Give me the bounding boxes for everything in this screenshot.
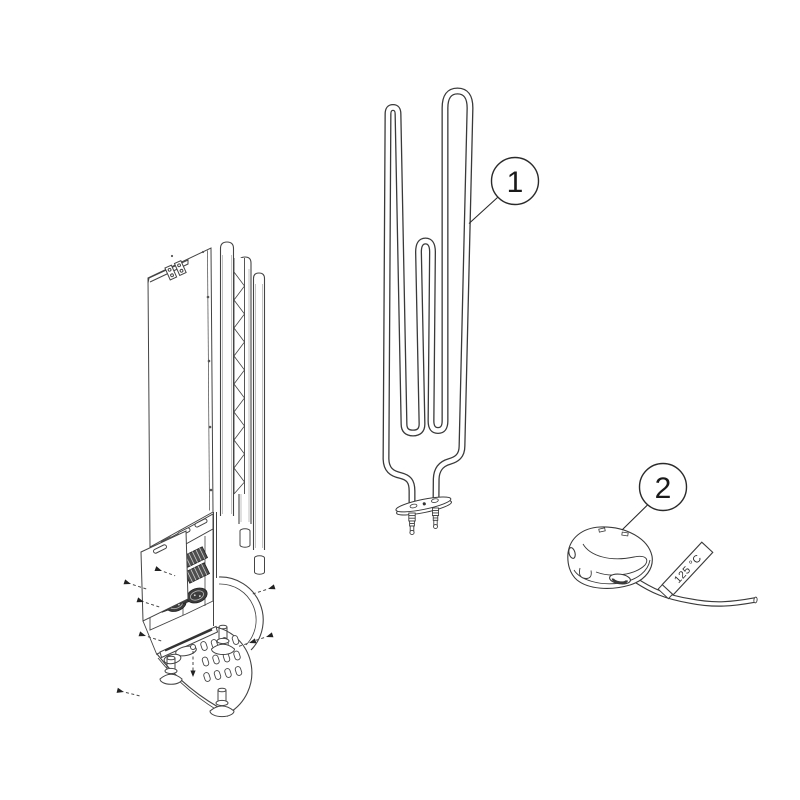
element-tube-cover xyxy=(252,272,266,550)
element-tube-cover xyxy=(219,241,235,516)
callout-1-leader xyxy=(468,197,498,224)
junction-box xyxy=(140,513,214,656)
sensor-top-clip xyxy=(621,531,629,537)
terminal-pin xyxy=(408,512,416,536)
support-truss xyxy=(233,258,246,495)
element-tube-core xyxy=(383,88,473,507)
temperature-sensor-drawing: 125 °C xyxy=(567,526,758,607)
callout-2-number: 2 xyxy=(655,472,672,505)
back-panel-holes xyxy=(170,250,213,492)
adjustable-feet xyxy=(159,624,236,718)
mounting-screws xyxy=(116,566,276,697)
element-tubes-front xyxy=(219,241,235,516)
tube-end-segment xyxy=(254,555,265,575)
heating-element-drawing xyxy=(382,87,474,536)
access-cover-plate xyxy=(140,530,189,622)
callout-2-leader xyxy=(621,503,649,531)
foot xyxy=(159,655,183,685)
element-flange xyxy=(395,496,452,516)
back-panel-inner-edge xyxy=(207,250,210,511)
temperature-label-tag: 125 °C xyxy=(661,541,714,596)
terminal-pin xyxy=(432,507,439,529)
cover-plate-slot xyxy=(153,544,167,554)
callout-1-number: 1 xyxy=(507,166,524,199)
callout-2: 2 xyxy=(621,462,688,531)
sensor-foot-dark xyxy=(609,573,631,585)
callout-2-circle xyxy=(638,462,688,512)
callout-1-circle xyxy=(490,156,540,206)
tube-end-segment xyxy=(239,528,251,548)
back-panel xyxy=(147,247,214,548)
corner-post xyxy=(213,512,217,626)
sensor-top-clip xyxy=(598,527,606,533)
sensor-foot xyxy=(578,567,592,579)
cable-end xyxy=(753,596,758,604)
mounting-bracket xyxy=(147,259,189,284)
vent-slot-grid xyxy=(200,635,243,682)
foot xyxy=(210,624,236,655)
sensor-housing xyxy=(567,526,653,589)
callout-1: 1 xyxy=(468,156,540,224)
sensor-cable-core xyxy=(633,577,756,606)
sensor-side-hole xyxy=(568,547,576,559)
screw-guide-line xyxy=(190,644,196,677)
heater-assembly-drawing xyxy=(116,241,276,718)
foot xyxy=(209,687,235,718)
terminal-blocks xyxy=(181,546,211,584)
